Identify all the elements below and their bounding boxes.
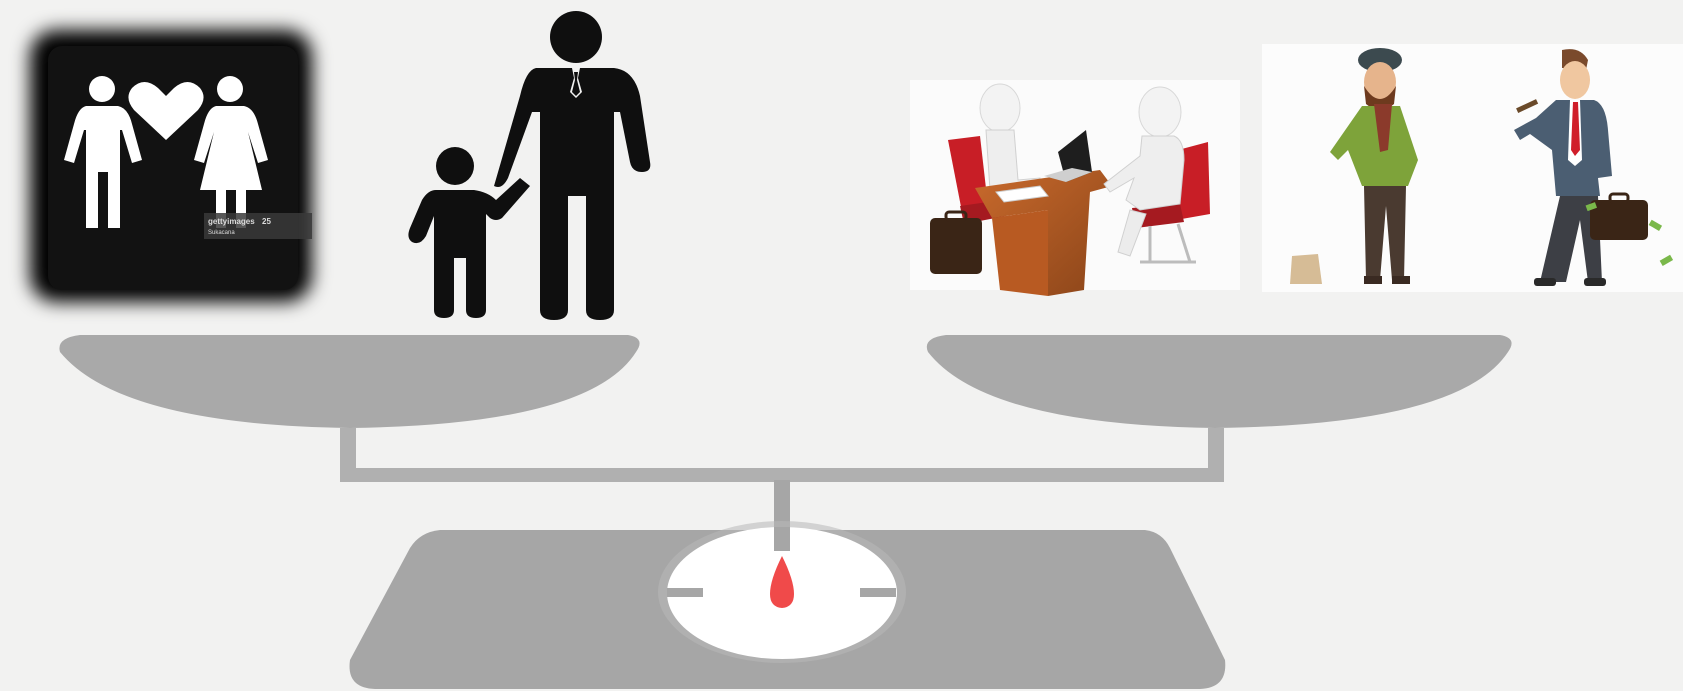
balance-scale (59, 335, 1511, 689)
stock-watermark: gettyimages 25 Sukacana (204, 213, 312, 239)
watermark-brand: gettyimages (208, 217, 255, 226)
scale-beam (340, 468, 1224, 482)
scale-dial (658, 521, 906, 663)
interview-3d-illustration (910, 80, 1240, 296)
left-pan (59, 335, 639, 428)
watermark-credit: Sukacana (208, 230, 235, 236)
poor-vs-rich-illustration (1262, 44, 1683, 292)
parent-child-icon (408, 11, 650, 320)
couple-heart-icon: gettyimages 25 Sukacana (30, 30, 312, 302)
watermark-code: 25 (262, 217, 271, 226)
dial-top-stem (774, 527, 790, 551)
right-pan (927, 335, 1512, 428)
dial-left-tick (667, 588, 703, 597)
dial-right-tick (860, 588, 896, 597)
